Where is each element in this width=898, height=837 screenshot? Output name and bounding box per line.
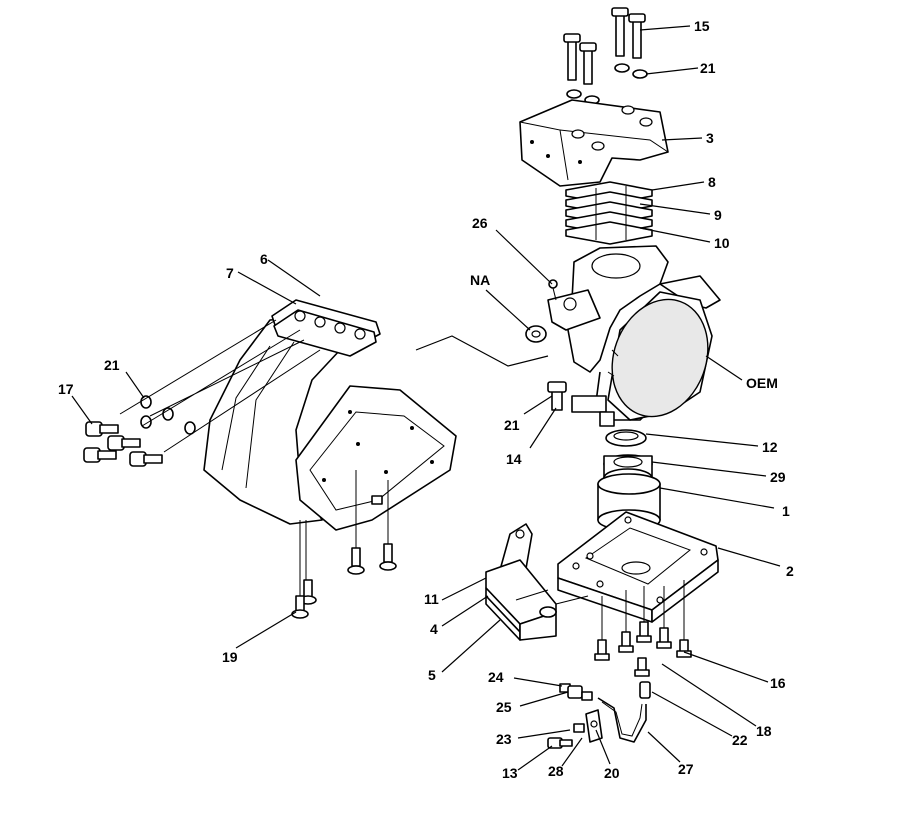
callout-20: 20 [604, 765, 620, 781]
callout-na: NA [470, 272, 490, 288]
axis-line [415, 335, 549, 367]
callout-10: 10 [714, 235, 730, 251]
callout-5: 5 [428, 667, 436, 683]
callout-21-top: 21 [700, 60, 716, 76]
callout-oem: OEM [746, 375, 778, 391]
callout-15: 16 [770, 675, 786, 691]
lever-assembly [485, 523, 589, 641]
pin-guide-lines [299, 470, 389, 596]
callout-3: 3 [706, 130, 714, 146]
collar-1 [597, 473, 661, 531]
callout-21-left: 21 [104, 357, 120, 373]
bolts-17 [83, 421, 163, 467]
tube-27-inner [601, 701, 643, 737]
bolts-16 [563, 7, 646, 85]
top-bracket-3 [519, 99, 669, 187]
callout-16: 15 [694, 18, 710, 34]
callout-13: 13 [502, 765, 518, 781]
callout-22: 23 [496, 731, 512, 747]
fittings-25-26 [559, 683, 593, 701]
callout-9: 9 [714, 207, 722, 223]
callout-29: 28 [548, 763, 564, 779]
callout-14: 14 [506, 451, 522, 467]
screw-14 [547, 381, 567, 411]
callout-7: 7 [226, 265, 234, 281]
leader-lines [71, 25, 781, 771]
callout-12: 12 [762, 439, 778, 455]
main-housing [547, 245, 721, 427]
callout-8: 8 [708, 174, 716, 190]
callout-2: 2 [786, 563, 794, 579]
shim-plates-6-7 [271, 299, 381, 357]
callout-26: 25 [496, 699, 512, 715]
screw-13-22 [547, 737, 573, 749]
callout-18: 18 [756, 723, 772, 739]
bolt-17-guide-lines [119, 319, 321, 453]
callout-23: 22 [732, 732, 748, 748]
callout-28: 29 [770, 469, 786, 485]
washers-21-left [140, 395, 196, 435]
callout-24: 26 [472, 215, 488, 231]
clamp-20-29 [573, 709, 603, 743]
callout-27: 27 [678, 761, 694, 777]
shim-stack-8-9-10 [565, 181, 653, 245]
washers-21-top [566, 63, 648, 105]
callout-19: 19 [222, 649, 238, 665]
callout-11: 11 [424, 591, 439, 607]
oem-motor [607, 291, 713, 421]
bolt-guide-lines [601, 580, 685, 640]
callout-25: 24 [488, 669, 504, 685]
fitting-24 [548, 279, 558, 301]
nut-na [525, 325, 547, 343]
callout-1: 1 [782, 503, 790, 519]
fitting-23 [639, 681, 651, 699]
tube-27 [597, 697, 647, 743]
base-plate-2 [557, 511, 719, 623]
pins-19 [291, 543, 397, 619]
callout-6: 6 [260, 251, 268, 267]
callout-21-mid: 21 [504, 417, 520, 433]
bearing-12 [605, 429, 647, 447]
callout-4: 4 [430, 621, 438, 637]
callout-17: 17 [58, 381, 74, 397]
bolts-15-18 [594, 621, 692, 677]
